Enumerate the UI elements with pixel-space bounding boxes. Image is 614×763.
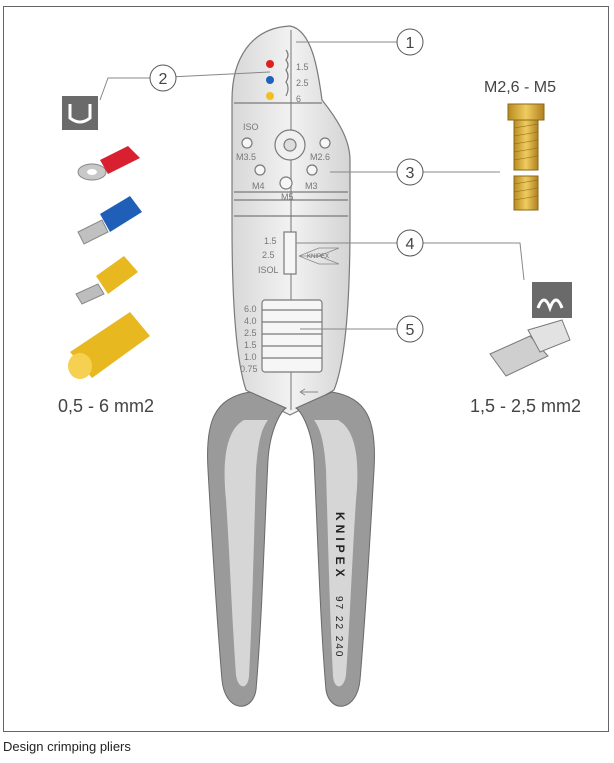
label-m5: M5 — [281, 192, 294, 202]
strip-size-4: 1.5 — [244, 340, 257, 350]
direction-arrow-icon — [299, 388, 318, 396]
ring-terminal-red — [77, 146, 140, 181]
non-insulated-range: 1,5 - 2,5 mm2 — [470, 396, 581, 416]
label-m3-5: M3.5 — [236, 152, 256, 162]
insulated-crimp-icon — [62, 96, 98, 130]
size-1-5: 1.5 — [296, 62, 309, 72]
left-handle — [207, 391, 288, 707]
flat-terminal-blue — [77, 196, 142, 245]
diagram-frame — [3, 6, 609, 732]
crimp2-size-1: 1.5 — [264, 236, 277, 246]
pliers-head — [231, 25, 351, 416]
brand-label: KNIPEX — [333, 512, 347, 581]
svg-text:5: 5 — [406, 322, 415, 339]
open-barrel-terminal — [489, 319, 571, 377]
strip-size-1: 6.0 — [244, 304, 257, 314]
butt-connector-yellow — [68, 312, 150, 379]
svg-text:4: 4 — [406, 236, 415, 253]
figure-caption: Design crimping pliers — [3, 739, 131, 754]
leader-2 — [99, 71, 271, 101]
yellow-dot-icon — [266, 92, 274, 100]
leader-4 — [296, 242, 525, 281]
brand-mini: KNIPEX — [307, 254, 329, 260]
bolt-range: M2,6 - M5 — [484, 79, 556, 96]
insulated-range: 0,5 - 6 mm2 — [58, 396, 154, 416]
callout-2: 2 — [149, 64, 177, 92]
knipex-mini-logo: KNIPEX — [298, 247, 340, 265]
callout-4: 4 — [396, 229, 424, 257]
label-m3: M3 — [305, 181, 318, 191]
bolt-icon — [507, 103, 545, 211]
red-dot-icon — [266, 60, 274, 68]
svg-text:3: 3 — [406, 165, 415, 182]
strip-size-2: 4.0 — [244, 316, 257, 326]
strip-size-5: 1.0 — [244, 352, 257, 362]
label-iso: ISO — [243, 122, 259, 132]
strip-size-6: 0.75 — [240, 364, 258, 374]
flat-terminal-yellow — [75, 256, 138, 305]
callout-1: 1 — [396, 28, 424, 56]
size-6: 6 — [296, 94, 301, 104]
right-handle — [294, 391, 375, 707]
model-label: 97 22 240 — [333, 596, 344, 659]
strip-size-3: 2.5 — [244, 328, 257, 338]
non-insulated-crimp-icon — [532, 282, 572, 318]
crimp2-size-2: 2.5 — [262, 250, 275, 260]
size-2-5: 2.5 — [296, 78, 309, 88]
callout-5: 5 — [396, 315, 424, 343]
svg-text:2: 2 — [159, 71, 168, 88]
label-m4: M4 — [252, 181, 265, 191]
svg-text:1: 1 — [406, 35, 415, 52]
blue-dot-icon — [266, 76, 274, 84]
label-m2-6: M2.6 — [310, 152, 330, 162]
callout-3: 3 — [396, 158, 424, 186]
crimp2-size-3: ISOL — [258, 265, 279, 275]
